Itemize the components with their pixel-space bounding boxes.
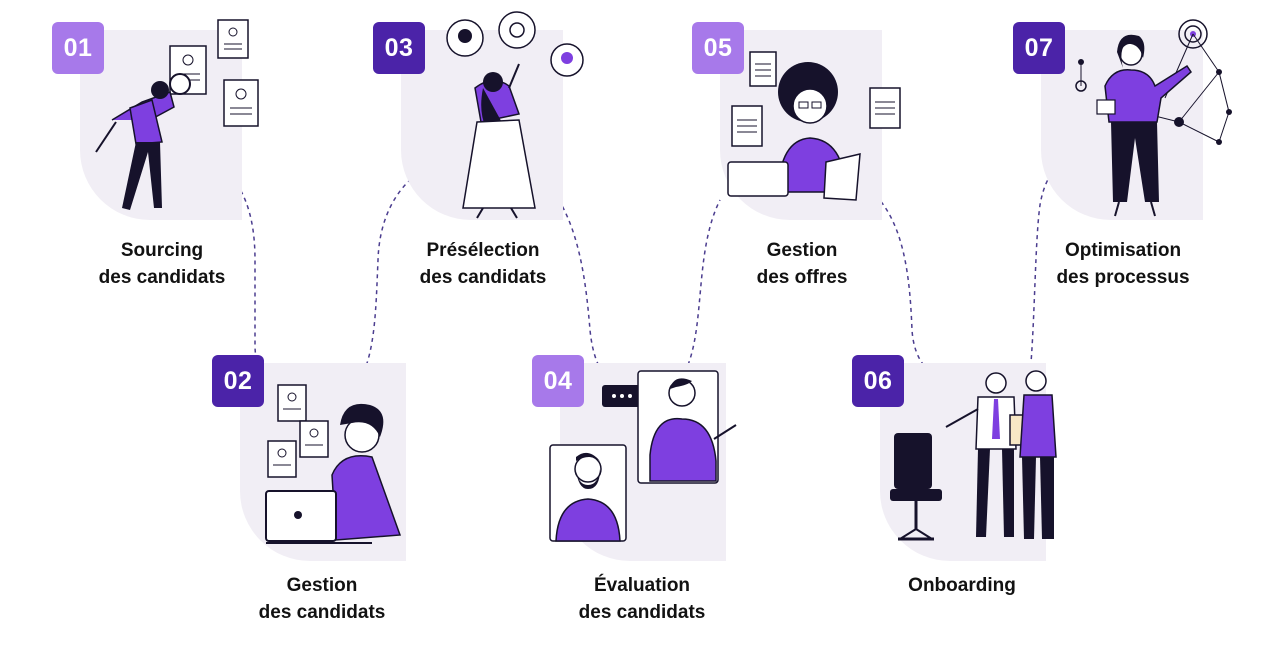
step-title-line-2: des candidats bbox=[258, 602, 386, 623]
step-05: 05 Gestion des offres bbox=[692, 22, 952, 322]
step-title: Évaluation des candidats bbox=[532, 572, 752, 626]
step-03: 03 Présélection des candidats bbox=[373, 11, 633, 322]
step-title: Gestion des offres bbox=[692, 237, 912, 291]
step-number-badge: 01 bbox=[52, 22, 104, 74]
step-07: 07 Optimisation des processus bbox=[1013, 19, 1273, 322]
network-optimization-icon bbox=[1075, 19, 1232, 217]
step-01: 01 Sourcing des candidats bbox=[52, 19, 312, 322]
step-title-line-2: des processus bbox=[1056, 267, 1190, 288]
step-number-badge: 04 bbox=[532, 355, 584, 407]
step-06: 06 Onboarding bbox=[852, 355, 1112, 655]
profile-selection-icon bbox=[446, 11, 584, 219]
step-title-line-1: Évaluation bbox=[593, 575, 691, 596]
step-title-line-2: des candidats bbox=[419, 267, 547, 288]
phone-interview-icon bbox=[549, 370, 737, 542]
step-02: 02 Gestion des candidats bbox=[212, 355, 472, 655]
step-title-line-1: Optimisation bbox=[1064, 240, 1182, 261]
step-title: Sourcing des candidats bbox=[52, 237, 272, 291]
step-title-line-1: Sourcing bbox=[120, 240, 204, 261]
step-number-badge: 05 bbox=[692, 22, 744, 74]
job-offer-documents-icon bbox=[727, 51, 901, 201]
step-title-line-2: des offres bbox=[756, 267, 848, 288]
step-title-line-1: Gestion bbox=[766, 240, 838, 261]
magnifier-resume-icon bbox=[95, 19, 259, 210]
step-title-line-1: Présélection bbox=[426, 240, 540, 261]
step-title: Présélection des candidats bbox=[373, 237, 593, 291]
step-number-badge: 03 bbox=[373, 22, 425, 74]
laptop-documents-icon bbox=[265, 384, 402, 544]
handshake-chair-icon bbox=[890, 370, 1057, 541]
step-number-badge: 07 bbox=[1013, 22, 1065, 74]
step-title-line-2: des candidats bbox=[578, 602, 706, 623]
step-title: Gestion des candidats bbox=[212, 572, 432, 626]
step-title: Optimisation des processus bbox=[1013, 237, 1233, 291]
step-title-line-1: Gestion bbox=[286, 575, 358, 596]
step-title-line-1: Onboarding bbox=[908, 575, 1016, 596]
step-04: 04 Évaluation des candidats bbox=[532, 355, 792, 655]
step-title: Onboarding bbox=[852, 572, 1072, 599]
step-number-badge: 06 bbox=[852, 355, 904, 407]
recruitment-process-diagram: 01 Sourcing des candidats 02 Gest bbox=[52, 11, 1273, 623]
step-title-line-2: des candidats bbox=[98, 267, 226, 288]
step-number-badge: 02 bbox=[212, 355, 264, 407]
